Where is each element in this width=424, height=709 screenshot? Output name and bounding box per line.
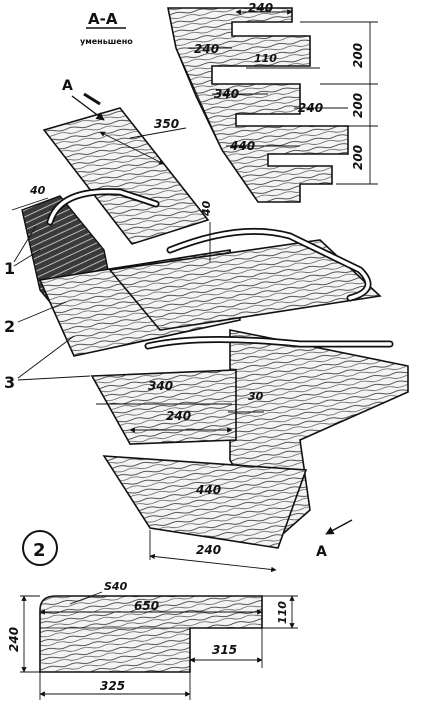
sec-width-5: 440	[229, 139, 255, 153]
dim-line-350	[99, 131, 165, 165]
step-depth: 340	[148, 379, 173, 393]
main-assembly: А А 350 40 40 1 2 3 340 30 240 440 240	[4, 78, 409, 573]
section-arrow-top	[71, 95, 105, 121]
section-view: А-А уменьшено 240 240 110 340 240 440 20…	[80, 1, 378, 203]
lower-width: 240	[196, 543, 221, 557]
riser-1: 200	[351, 43, 365, 68]
step-width: 240	[166, 409, 191, 423]
sec-width-4: 240	[298, 101, 323, 115]
vertical-40: 40	[200, 200, 213, 217]
section-subtitle: уменьшено	[80, 37, 133, 46]
top-length: 350	[154, 117, 179, 131]
dim-line-lower-240	[149, 553, 277, 573]
side-width: 40	[29, 184, 46, 197]
section-title: А-А	[88, 10, 118, 28]
detail-bottom: 325	[100, 679, 125, 693]
section-profile	[167, 7, 349, 203]
detail-2: 2 S40 650 110 315 240 325	[7, 530, 298, 700]
section-marker-bottom: А	[316, 544, 327, 560]
detail-height-right: 110	[276, 601, 289, 624]
top-board	[42, 107, 210, 245]
sec-width-2: 240	[194, 42, 219, 56]
riser-2: 200	[351, 93, 365, 118]
section-stringer-edge	[175, 47, 223, 151]
callout-3: 3	[4, 373, 15, 392]
sec-gap: 110	[254, 52, 277, 65]
step-440	[102, 455, 308, 549]
detail-length: 650	[134, 599, 159, 613]
sec-width-1: 240	[248, 1, 273, 15]
middle-tread	[108, 239, 382, 331]
detail-number-circle	[22, 530, 58, 566]
detail-number: 2	[33, 540, 46, 561]
section-arrow-bottom	[325, 519, 353, 535]
thickness: 30	[248, 390, 264, 403]
riser-3: 200	[351, 145, 365, 170]
detail-height-left: 240	[7, 627, 21, 652]
section-marker-top: А	[62, 78, 73, 94]
step-340	[90, 369, 237, 445]
detail-board	[39, 595, 263, 673]
dim-line-40	[11, 197, 49, 211]
detail-radius: S40	[104, 580, 128, 593]
lower-depth: 440	[195, 483, 221, 497]
sec-width-3: 340	[214, 87, 239, 101]
detail-notch: 315	[212, 643, 237, 657]
callout-2: 2	[4, 317, 15, 336]
callout-1: 1	[4, 259, 15, 278]
